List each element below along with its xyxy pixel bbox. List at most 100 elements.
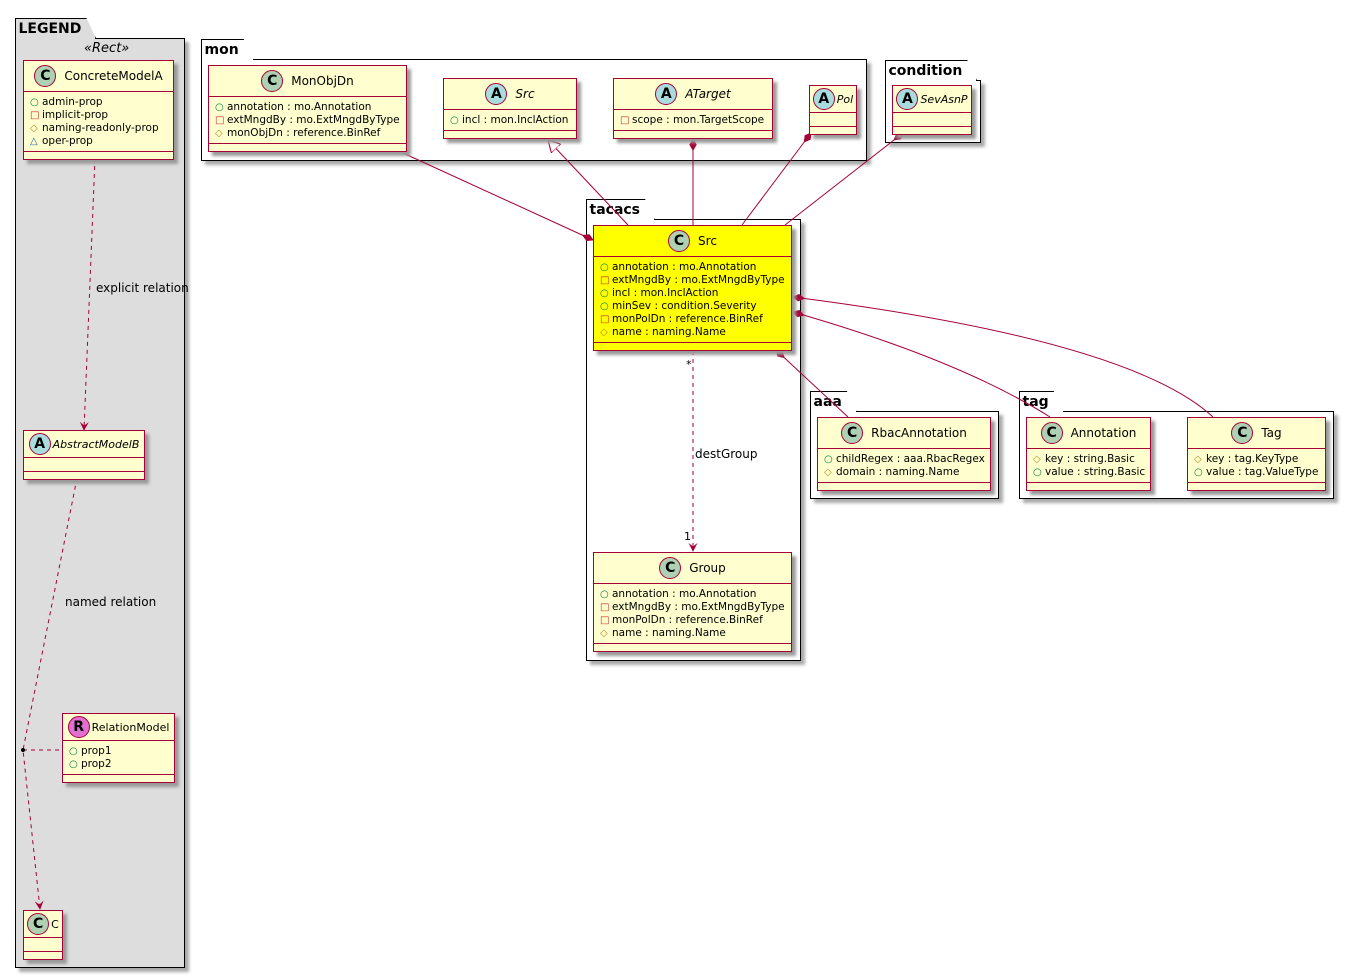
attribute-text: oper-prop	[42, 135, 93, 147]
attribute: ○annotation : mo.Annotation	[215, 101, 400, 114]
visibility-icon: □	[600, 314, 610, 325]
attribute-text: scope : mon.TargetScope	[632, 114, 765, 126]
methods-compartment	[594, 644, 791, 651]
class-icon: C	[1040, 422, 1063, 444]
edge-explicit-relation	[79, 157, 96, 431]
methods-compartment	[594, 343, 791, 350]
methods-compartment	[893, 127, 971, 134]
attribute: ○value : tag.ValueType	[1194, 466, 1319, 479]
visibility-icon: □	[600, 275, 610, 286]
attribute: □scope : mon.TargetScope	[620, 114, 766, 127]
class-icon: C	[1231, 422, 1254, 444]
attributes-compartment: ○prop1○prop2	[63, 741, 174, 775]
class-name: Pol	[836, 92, 854, 106]
attribute: ◇key : string.Basic	[1033, 453, 1144, 466]
methods-compartment	[24, 952, 62, 959]
visibility-icon: ◇	[600, 628, 608, 639]
attributes-compartment: ○annotation : mo.Annotation□extMngdBy : …	[594, 257, 791, 343]
attribute: ○annotation : mo.Annotation	[600, 588, 785, 601]
abstract-class-icon: A	[896, 88, 919, 110]
class-group[interactable]: C Group ○annotation : mo.Annotation□extMng…	[593, 552, 792, 652]
package-tab: tacacs	[586, 199, 656, 220]
attribute-text: minSev : condition.Severity	[612, 300, 757, 312]
class-icon: C	[27, 913, 50, 935]
attribute-text: value : tag.ValueType	[1206, 466, 1319, 478]
visibility-icon: ◇	[30, 123, 38, 134]
visibility-icon: ○	[600, 288, 609, 299]
attribute: ○annotation : mo.Annotation	[600, 261, 785, 274]
attribute: ◇name : naming.Name	[600, 326, 785, 339]
class-name: Tag	[1261, 426, 1282, 440]
label-multiplicity-many: *	[686, 358, 692, 371]
methods-compartment	[810, 127, 856, 134]
attribute-text: implicit-prop	[42, 109, 109, 121]
visibility-icon: ◇	[1033, 454, 1041, 465]
visibility-icon: □	[600, 615, 610, 626]
abstract-class-icon: A	[812, 88, 835, 110]
visibility-icon: □	[600, 602, 610, 613]
attribute: ◇ naming-readonly-prop	[30, 122, 167, 135]
class-src[interactable]: C Src ○annotation : mo.Annotation□extMngdB…	[593, 225, 792, 351]
legend-stereotype: «Rect»	[84, 41, 130, 56]
attributes-compartment	[893, 113, 971, 127]
edge-pol-src	[741, 132, 812, 226]
attribute: ○childRegex : aaa.RbacRegex	[824, 453, 985, 466]
label-explicit-relation: explicit relation	[96, 281, 189, 295]
attribute: □extMngdBy : mo.ExtMngdByType	[600, 601, 785, 614]
attribute-text: prop1	[81, 745, 112, 757]
label-named-relation: named relation	[65, 595, 157, 609]
attribute-text: monObjDn : reference.BinRef	[227, 127, 381, 139]
visibility-icon: ○	[1194, 467, 1203, 478]
visibility-icon: ○	[69, 759, 78, 770]
class-name: ConcreteModelA	[64, 69, 163, 83]
class-icon: C	[668, 230, 691, 252]
package-tab: mon	[201, 39, 254, 60]
methods-compartment	[1188, 483, 1325, 490]
edge-src-tag	[792, 294, 1214, 418]
class-name: Group	[689, 561, 726, 575]
class-name: MonObjDn	[291, 74, 354, 88]
class-name: Src	[698, 234, 717, 248]
attribute-text: annotation : mo.Annotation	[227, 101, 372, 113]
label-multiplicity-one: 1	[684, 530, 691, 543]
visibility-icon: ○	[215, 102, 224, 113]
relation-icon: R	[67, 716, 90, 738]
class-icon: C	[659, 557, 682, 579]
visibility-icon: ○	[600, 589, 609, 600]
attributes-compartment	[24, 458, 144, 472]
class-name: SevAsnP	[920, 92, 968, 106]
class-name: C	[51, 917, 59, 931]
visibility-icon: ○	[69, 746, 78, 757]
visibility-icon: ○	[600, 262, 609, 273]
attribute: ○admin-prop	[30, 96, 167, 109]
class-header: C Src	[594, 226, 791, 257]
attribute-text: annotation : mo.Annotation	[612, 261, 757, 273]
class-name: ATarget	[685, 87, 731, 101]
attribute: ○minSev : condition.Severity	[600, 300, 785, 313]
attribute-text: incl : mon.InclAction	[612, 287, 719, 299]
attribute: ◇monObjDn : reference.BinRef	[215, 127, 400, 140]
methods-compartment	[24, 472, 144, 479]
visibility-icon: ○	[1033, 467, 1042, 478]
class-header: C Group	[594, 553, 791, 584]
visibility-icon: ◇	[600, 327, 608, 338]
attribute-text: naming-readonly-prop	[42, 122, 159, 134]
attribute-text: childRegex : aaa.RbacRegex	[836, 453, 985, 465]
class-name: AbstractModelB	[52, 437, 140, 451]
